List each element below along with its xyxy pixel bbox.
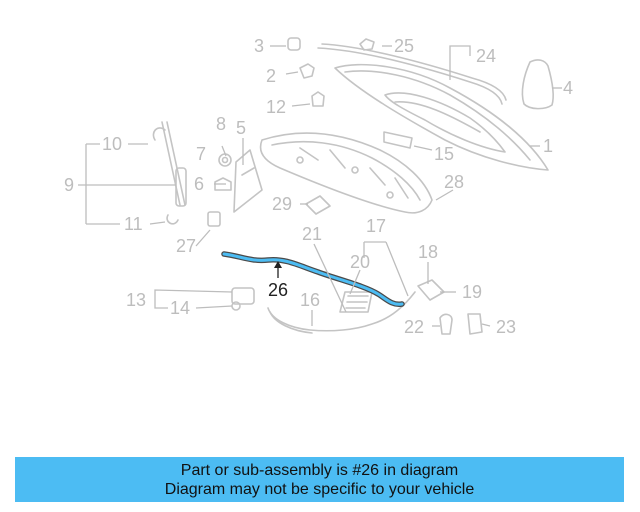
callout-12: 12 (266, 97, 286, 117)
callout-16: 16 (300, 290, 320, 310)
callout-19: 19 (462, 282, 482, 302)
prop-rod (152, 121, 187, 225)
callout-23: 23 (496, 317, 516, 337)
callout-9: 9 (64, 175, 74, 195)
leader-lines (78, 45, 562, 327)
callout-24: 24 (476, 46, 496, 66)
callout-25: 25 (394, 36, 414, 56)
callout-10: 10 (102, 134, 122, 154)
callout-21: 21 (302, 224, 322, 244)
callout-14: 14 (170, 298, 190, 318)
callout-13: 13 (126, 290, 146, 310)
callout-3: 3 (254, 36, 264, 56)
release-cable (267, 291, 416, 334)
callout-29: 29 (272, 194, 292, 214)
callout-17: 17 (366, 216, 386, 236)
callout-18: 18 (418, 242, 438, 262)
callout-5: 5 (236, 118, 246, 138)
hood-panel (334, 63, 549, 171)
callout-11: 11 (124, 214, 143, 234)
callout-20: 20 (350, 252, 370, 272)
highlighted-part-26 (221, 251, 405, 308)
callout-6: 6 (194, 174, 204, 194)
hood-insulator (259, 132, 433, 214)
callout-26: 26 (268, 280, 288, 300)
callouts: 1 2 3 4 5 6 7 8 9 10 11 12 13 14 15 16 1… (64, 36, 573, 337)
parts-diagram: 1 2 3 4 5 6 7 8 9 10 11 12 13 14 15 16 1… (64, 36, 573, 337)
caption-banner: Part or sub-assembly is #26 in diagram D… (15, 457, 624, 502)
callout-4: 4 (563, 78, 573, 98)
cover-part-4 (521, 59, 555, 110)
latch-striker (339, 291, 373, 313)
callout-27: 27 (176, 236, 196, 256)
fasteners (207, 37, 325, 227)
caption-line-1: Part or sub-assembly is #26 in diagram (180, 461, 459, 479)
callout-8: 8 (216, 114, 226, 134)
caption-line-2: Diagram may not be specific to your vehi… (164, 480, 475, 498)
hood-seal (317, 38, 507, 105)
callout-1: 1 (543, 136, 553, 156)
callout-22: 22 (404, 317, 424, 337)
callout-7: 7 (196, 144, 206, 164)
callout-2: 2 (266, 66, 276, 86)
latch-parts (231, 131, 413, 311)
hinge (233, 149, 263, 213)
callout-28: 28 (444, 172, 464, 192)
callout-15: 15 (434, 144, 454, 164)
